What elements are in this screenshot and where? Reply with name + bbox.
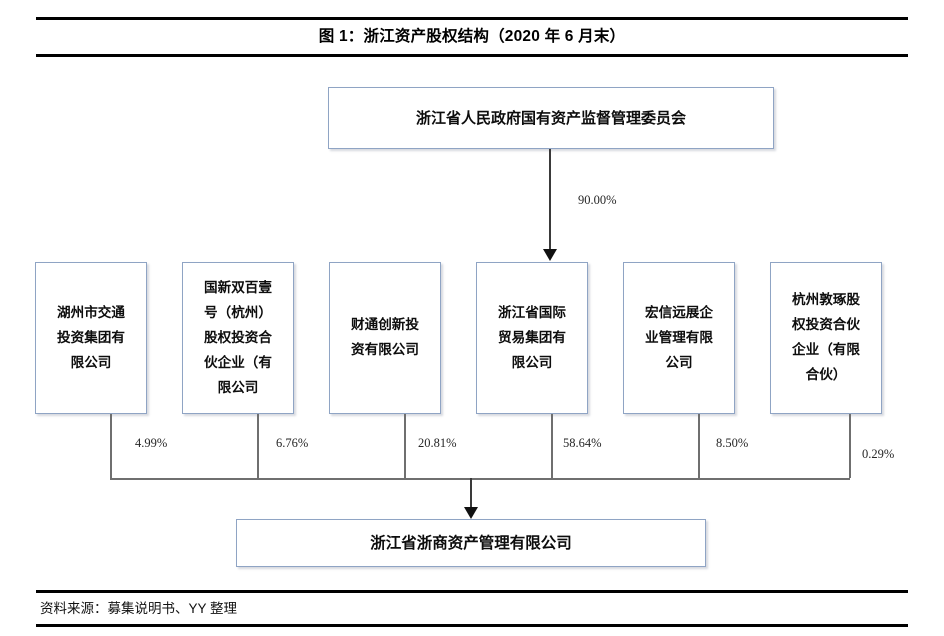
edge-root-to-intl-trade bbox=[549, 149, 551, 255]
edge-target-arrowhead-icon bbox=[464, 507, 478, 519]
edge-shareholder-2-drop bbox=[257, 414, 259, 478]
node-shareholder-3-label: 财通创新投 资有限公司 bbox=[351, 317, 419, 358]
node-shareholder-6-label: 杭州敦琢股 权投资合伙 企业（有限 合伙） bbox=[792, 292, 860, 383]
edge-root-arrowhead-icon bbox=[543, 249, 557, 261]
node-shareholder-2: 国新双百壹 号（杭州） 股权投资合 伙企业（有 限公司 bbox=[182, 262, 294, 414]
source-note: 资料来源：募集说明书、YY 整理 bbox=[40, 601, 238, 616]
node-shareholder-1-label: 湖州市交通 投资集团有 限公司 bbox=[57, 304, 125, 371]
node-shareholder-6: 杭州敦琢股 权投资合伙 企业（有限 合伙） bbox=[770, 262, 882, 414]
edge-shareholder-5-percent: 8.50% bbox=[716, 436, 749, 450]
node-target-company-label: 浙江省浙商资产管理有限公司 bbox=[370, 533, 572, 552]
node-root-sasac: 浙江省人民政府国有资产监督管理委员会 bbox=[328, 87, 774, 149]
node-target-company: 浙江省浙商资产管理有限公司 bbox=[236, 519, 706, 567]
edge-shareholder-3-drop bbox=[404, 414, 406, 478]
footer-rule-top bbox=[36, 590, 908, 593]
node-shareholder-1: 湖州市交通 投资集团有 限公司 bbox=[35, 262, 147, 414]
node-root-sasac-label: 浙江省人民政府国有资产监督管理委员会 bbox=[415, 109, 686, 127]
edge-shareholder-2-percent: 6.76% bbox=[276, 436, 309, 450]
footer-rule-bottom bbox=[36, 624, 908, 627]
node-shareholder-3: 财通创新投 资有限公司 bbox=[329, 262, 441, 414]
node-shareholder-4: 浙江省国际 贸易集团有 限公司 bbox=[476, 262, 588, 414]
edge-shareholder-3-percent: 20.81% bbox=[418, 436, 457, 450]
ownership-diagram: 浙江省人民政府国有资产监督管理委员会 90.00% 湖州市交通 投资集团有 限公… bbox=[0, 57, 944, 582]
edge-root-percent-label: 90.00% bbox=[578, 193, 617, 207]
edge-shareholder-6-percent: 0.29% bbox=[862, 447, 895, 461]
title-rule-top bbox=[36, 17, 908, 20]
edge-shareholder-4-drop bbox=[551, 414, 553, 478]
node-shareholder-2-label: 国新双百壹 号（杭州） 股权投资合 伙企业（有 限公司 bbox=[204, 279, 272, 396]
node-shareholder-5: 宏信远展企 业管理有限 公司 bbox=[623, 262, 735, 414]
edge-shareholder-6-drop bbox=[849, 414, 851, 478]
title-rule-bottom bbox=[36, 54, 908, 57]
node-shareholder-4-label: 浙江省国际 贸易集团有 限公司 bbox=[498, 304, 566, 371]
node-shareholder-5-label: 宏信远展企 业管理有限 公司 bbox=[645, 304, 713, 371]
edge-shareholder-5-drop bbox=[698, 414, 700, 478]
page-title: 图 1：浙江资产股权结构（2020 年 6 月末） bbox=[318, 28, 626, 45]
edge-bus-to-target bbox=[470, 478, 472, 516]
edge-shareholder-1-drop bbox=[110, 414, 112, 478]
edge-shareholders-bus bbox=[110, 478, 850, 480]
edge-shareholder-1-percent: 4.99% bbox=[135, 436, 168, 450]
edge-shareholder-4-percent: 58.64% bbox=[563, 436, 602, 450]
